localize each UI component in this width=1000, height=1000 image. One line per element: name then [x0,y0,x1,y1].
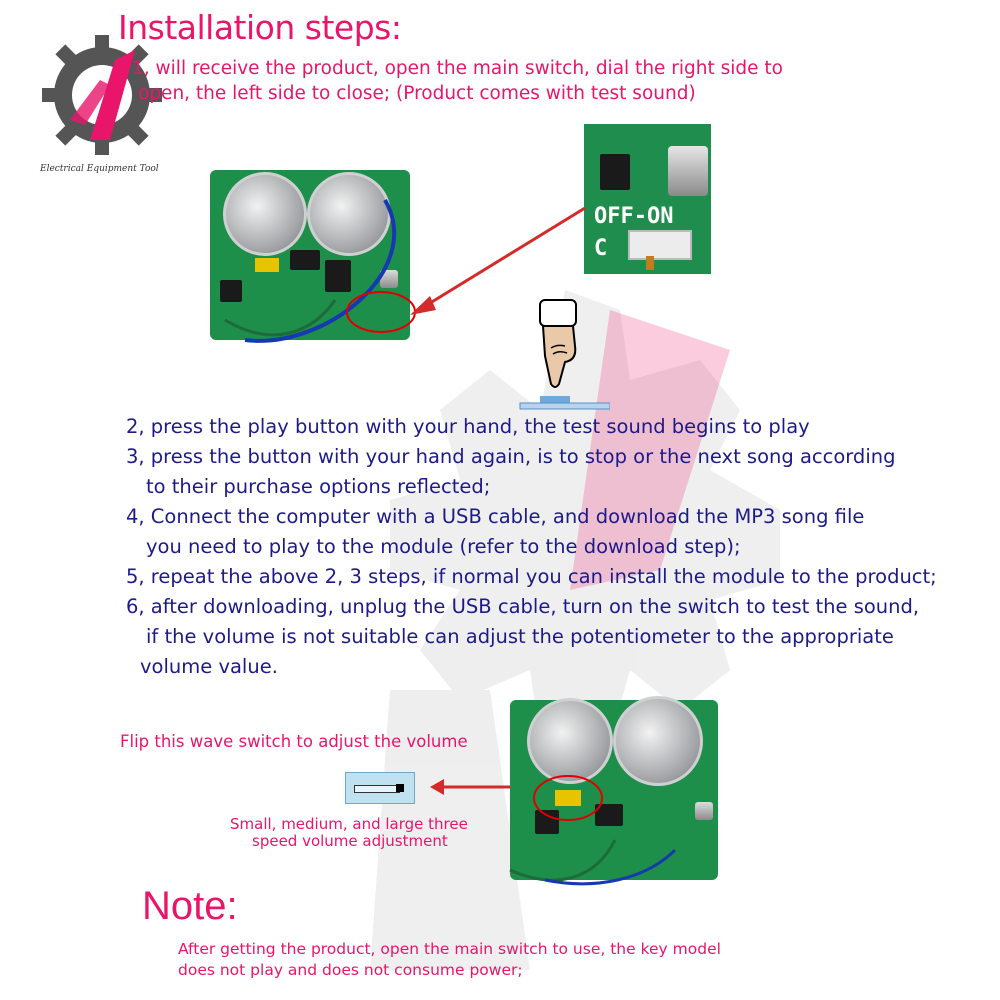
step-2-line1: 2, press the play button with your hand,… [126,415,810,438]
note-line1: After getting the product, open the main… [178,940,721,958]
gear-logo-icon [42,35,162,155]
step-4-line2: you need to play to the module (refer to… [146,535,741,558]
switch-letter: C [594,236,608,261]
steps-list: 2, press the play button with your hand,… [126,412,937,682]
step1-line1: 1, will receive the product, open the ma… [132,58,784,79]
arrow-icon [410,206,586,315]
note-title: Note: [142,884,238,928]
page-title: Installation steps: [118,8,402,47]
volume-title: Flip this wave switch to adjust the volu… [120,732,468,751]
volume-caption-line1: Small, medium, and large three [230,815,468,833]
step-3-line1: 3, press the button with your hand again… [126,445,896,468]
hand-press-icon [519,299,610,410]
arrow-icon [430,779,516,795]
step1-line2: open, the left side to close; (Product c… [138,83,696,104]
module-photo-bottom [505,680,725,890]
step-6-line3: volume value. [140,655,278,678]
off-on-label: OFF-ON [594,204,674,229]
logo-caption: Electrical Equipment Tool [40,164,159,174]
slide-switch-icon [345,772,415,804]
background-gear-watermark [370,290,780,970]
step-5-line1: 5, repeat the above 2, 3 steps, if norma… [126,565,937,588]
switch-closeup-photo: OFF-ON C [584,124,711,274]
volume-caption-line2: speed volume adjustment [252,832,448,850]
step-6-line2: if the volume is not suitable can adjust… [146,625,894,648]
note-line2: does not play and does not consume power… [178,961,523,979]
step-6-line1: 6, after downloading, unplug the USB cab… [126,595,920,618]
step-3-line2: to their purchase options reflected; [146,475,491,498]
step-4-line1: 4, Connect the computer with a USB cable… [126,505,865,528]
module-photo-top [205,150,420,350]
